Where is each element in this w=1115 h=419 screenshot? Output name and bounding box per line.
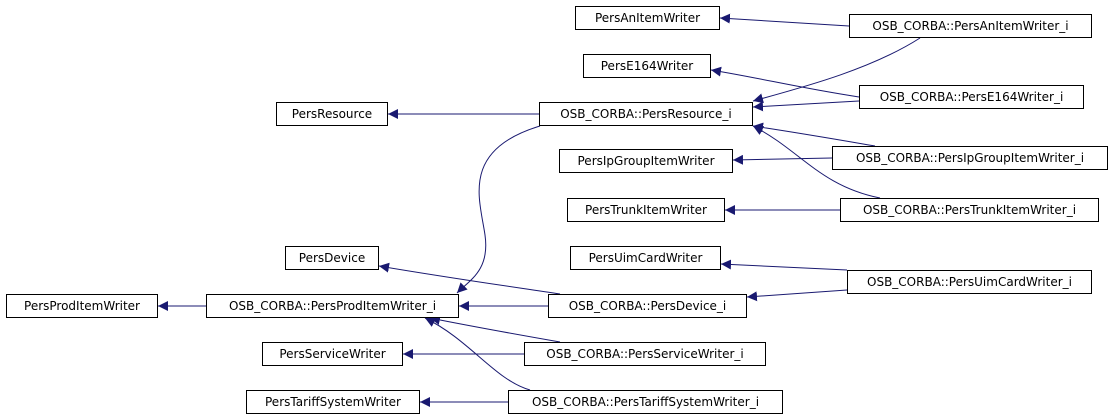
- node-osb-pers-ip-group-item-writer-i[interactable]: OSB_CORBA::PersIpGroupItemWriter_i: [832, 146, 1108, 170]
- node-pers-tariff-system-writer[interactable]: PersTariffSystemWriter: [246, 390, 420, 414]
- node-pers-service-writer[interactable]: PersServiceWriter: [262, 342, 403, 366]
- node-pers-uim-card-writer[interactable]: PersUimCardWriter: [570, 246, 721, 270]
- node-pers-an-item-writer[interactable]: PersAnItemWriter: [575, 6, 720, 30]
- node-pers-device[interactable]: PersDevice: [285, 246, 379, 270]
- edge-ip-group-to-resource: [752, 122, 876, 147]
- edge-uim-to-device: [746, 289, 848, 302]
- edge-e164-to-resource: [752, 100, 860, 112]
- edge-trunk-to-resource: [752, 125, 881, 199]
- edge-service-to-prod: [429, 315, 561, 343]
- edge-ip-group-writer: [732, 154, 833, 165]
- node-osb-pers-device-i[interactable]: OSB_CORBA::PersDevice_i: [548, 294, 747, 318]
- node-pers-ip-group-item-writer[interactable]: PersIpGroupItemWriter: [559, 149, 733, 173]
- edge-uim-card-writer: [720, 259, 848, 271]
- node-pers-resource[interactable]: PersResource: [276, 102, 388, 126]
- node-osb-pers-tariff-system-writer-i[interactable]: OSB_CORBA::PersTariffSystemWriter_i: [508, 390, 783, 414]
- node-osb-pers-prod-item-writer-i[interactable]: OSB_CORBA::PersProdItemWriter_i: [206, 294, 459, 318]
- node-osb-pers-resource-i[interactable]: OSB_CORBA::PersResource_i: [539, 102, 753, 126]
- edge-an-item-to-resource: [752, 37, 921, 104]
- node-osb-pers-e164-writer-i[interactable]: OSB_CORBA::PersE164Writer_i: [859, 85, 1084, 109]
- node-pers-trunk-item-writer[interactable]: PersTrunkItemWriter: [567, 198, 725, 222]
- node-pers-prod-item-writer[interactable]: PersProdItemWriter: [6, 294, 158, 318]
- node-osb-pers-trunk-item-writer-i[interactable]: OSB_CORBA::PersTrunkItemWriter_i: [840, 198, 1099, 222]
- node-osb-pers-service-writer-i[interactable]: OSB_CORBA::PersServiceWriter_i: [524, 342, 766, 366]
- edge-pers-device: [378, 262, 561, 295]
- edge-e164-writer: [710, 66, 860, 98]
- node-osb-pers-an-item-writer-i[interactable]: OSB_CORBA::PersAnItemWriter_i: [849, 14, 1092, 38]
- node-pers-e164-writer[interactable]: PersE164Writer: [583, 54, 711, 78]
- node-osb-pers-uim-card-writer-i[interactable]: OSB_CORBA::PersUimCardWriter_i: [847, 270, 1092, 294]
- edge-resource-to-prod: [456, 125, 541, 294]
- edge-tariff-to-prod: [424, 317, 531, 391]
- edge-an-item-writer: [719, 13, 850, 27]
